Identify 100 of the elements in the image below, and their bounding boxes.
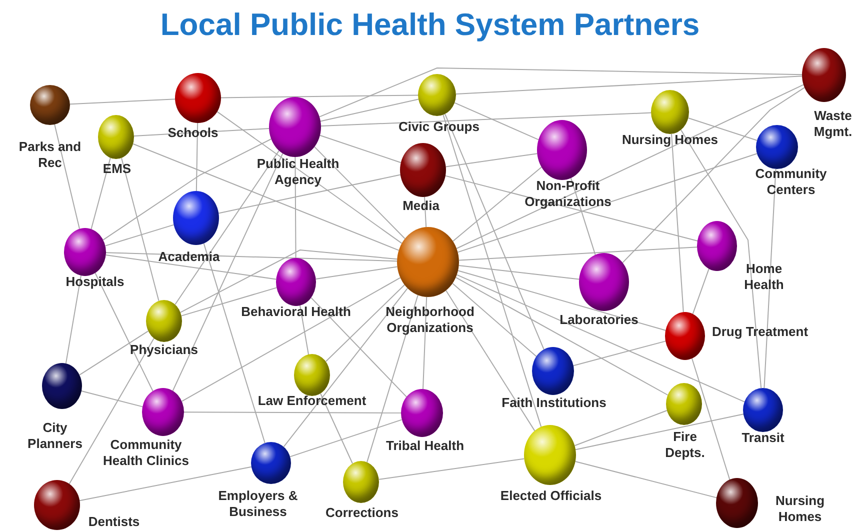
node-label: Media: [402, 198, 440, 214]
connector-line: [132, 143, 400, 251]
connector-line: [452, 282, 537, 357]
connector-line: [79, 330, 149, 376]
connector-line: [180, 249, 398, 313]
connector-line: [688, 118, 758, 141]
connector-line: [81, 390, 143, 408]
connector-line: [184, 412, 402, 414]
connector-line: [452, 166, 542, 242]
diagram-title: Local Public Health System Partners: [159, 6, 701, 44]
connector-line: [65, 275, 82, 364]
node-label: Laboratories: [558, 312, 640, 328]
connector-line: [764, 168, 776, 388]
connector-line: [454, 102, 539, 140]
connector-line: [457, 153, 758, 253]
connector-line: [174, 150, 280, 305]
node-label: Faith Institutions: [500, 395, 608, 411]
node-label: Nursing Homes: [620, 132, 720, 148]
node-label: Behavioral Health: [240, 304, 352, 320]
node-label: Parks and Rec: [18, 139, 82, 171]
node-label: Home Health: [743, 261, 785, 293]
connector-line: [218, 174, 401, 214]
connector-line: [314, 146, 406, 240]
connector-line: [105, 254, 277, 280]
connector-line: [320, 98, 419, 122]
node-label: Community Health Clinics: [102, 437, 190, 469]
connector-line: [68, 338, 154, 484]
node-label: Tribal Health: [384, 438, 466, 454]
connector-line: [300, 305, 309, 355]
connector-line: [216, 111, 402, 244]
connector-line: [325, 284, 405, 362]
connector-line: [692, 358, 730, 480]
connector-line: [181, 277, 401, 402]
node-label: Schools: [166, 125, 220, 141]
connector-line: [196, 122, 198, 192]
node-label: Law Enforcement: [256, 393, 368, 409]
node-label: Elected Officials: [499, 488, 603, 504]
node-label: Hospitals: [64, 274, 126, 290]
node-label: Physicians: [129, 342, 199, 358]
connector-line: [294, 156, 296, 258]
connector-line: [446, 290, 536, 432]
connector-line: [574, 410, 668, 446]
connector-line: [458, 246, 698, 261]
connector-line: [134, 128, 270, 136]
connector-line: [320, 134, 402, 164]
node-label: Drug Treatment: [710, 324, 810, 340]
connector-line: [422, 296, 428, 390]
connector-line: [366, 294, 418, 463]
node-label: Non-Profit Organizations: [524, 178, 612, 210]
node-label: City Planners: [26, 420, 84, 452]
connector-line: [319, 68, 802, 118]
node-label: Fire Depts.: [664, 429, 706, 461]
node-label: Transit: [740, 430, 786, 446]
connector-line: [573, 340, 666, 366]
connector-line: [456, 274, 745, 402]
connector-line: [442, 114, 542, 428]
connector-line: [456, 76, 802, 94]
connector-line: [94, 272, 154, 392]
node-label: Academia: [157, 249, 221, 265]
connector-line: [106, 252, 398, 262]
connector-line: [310, 297, 407, 398]
connector-line: [283, 288, 408, 448]
connector-line: [315, 266, 398, 280]
connector-line: [456, 84, 804, 249]
node-label: Employers & Business: [218, 488, 298, 520]
connector-line: [458, 270, 666, 331]
connector-line: [54, 124, 80, 230]
connector-line: [444, 114, 544, 350]
connector-line: [220, 94, 418, 98]
connector-line: [320, 112, 652, 126]
connector-line: [290, 419, 402, 458]
node-label: EMS: [102, 161, 132, 177]
connector-line: [458, 265, 580, 280]
node-label: Nursing Homes: [774, 493, 826, 525]
connector-line: [455, 276, 668, 396]
connector-line: [102, 138, 272, 240]
connector-line: [70, 98, 176, 105]
node-label: Corrections: [324, 505, 400, 521]
connector-line: [378, 458, 525, 480]
connector-line: [671, 133, 684, 313]
node-label: Community Centers: [754, 166, 828, 198]
node-label: Neighborhood Organizations: [384, 304, 476, 336]
connector-line: [622, 87, 805, 264]
connector-line: [104, 224, 174, 246]
connector-line: [180, 287, 278, 316]
connector-line: [121, 158, 160, 302]
connector-line: [79, 466, 252, 502]
node-label: Waste Mgmt.: [812, 108, 854, 140]
connector-line: [680, 130, 762, 389]
connector-line: [424, 196, 427, 228]
connector-line: [692, 268, 710, 314]
connector-line: [445, 153, 538, 168]
node-label: Civic Groups: [398, 119, 480, 135]
connector-line: [203, 242, 266, 444]
connector-line: [570, 178, 596, 256]
connector-line: [90, 157, 111, 230]
node-label: Public Health Agency: [256, 156, 340, 188]
connector-line: [575, 414, 744, 450]
node-label: Dentists: [87, 514, 141, 530]
connector-line: [445, 175, 698, 242]
